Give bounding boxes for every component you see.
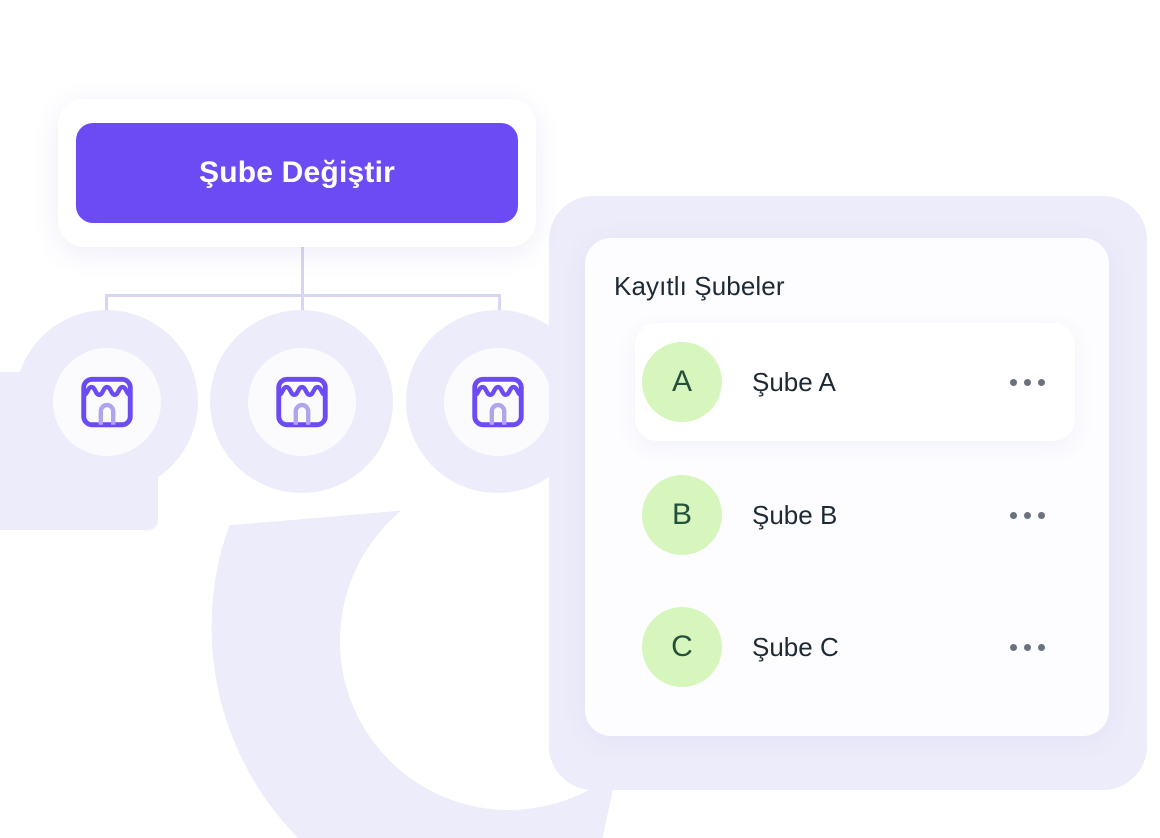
branch-list-item-c[interactable]: C Şube C xyxy=(635,588,1075,706)
branch-list-item-b[interactable]: B Şube B xyxy=(635,456,1075,574)
panel-title: Kayıtlı Şubeler xyxy=(614,271,785,301)
branch-list-item-a[interactable]: A Şube A xyxy=(635,323,1075,441)
branch-name: Şube B xyxy=(752,499,838,530)
switch-branch-button[interactable]: Şube Değiştir xyxy=(76,123,518,223)
store-node-2-inner xyxy=(247,347,356,456)
more-horizontal-icon[interactable] xyxy=(1010,511,1045,519)
store-node-3-inner xyxy=(443,347,552,456)
store-node-1[interactable] xyxy=(15,310,198,493)
branch-avatar: B xyxy=(642,475,722,555)
more-horizontal-icon[interactable] xyxy=(1010,378,1045,386)
storefront-icon xyxy=(471,376,524,427)
branch-avatar: A xyxy=(642,342,722,422)
switch-branch-card: Şube Değiştir xyxy=(58,99,536,247)
branch-avatar: C xyxy=(642,607,722,687)
store-node-1-inner xyxy=(52,347,161,456)
storefront-icon xyxy=(80,376,133,427)
store-node-2[interactable] xyxy=(210,310,393,493)
more-horizontal-icon[interactable] xyxy=(1010,643,1045,651)
storefront-icon xyxy=(275,376,328,427)
branch-name: Şube C xyxy=(752,631,839,662)
connector-vertical-trunk xyxy=(301,243,304,297)
branch-name: Şube A xyxy=(752,366,836,397)
